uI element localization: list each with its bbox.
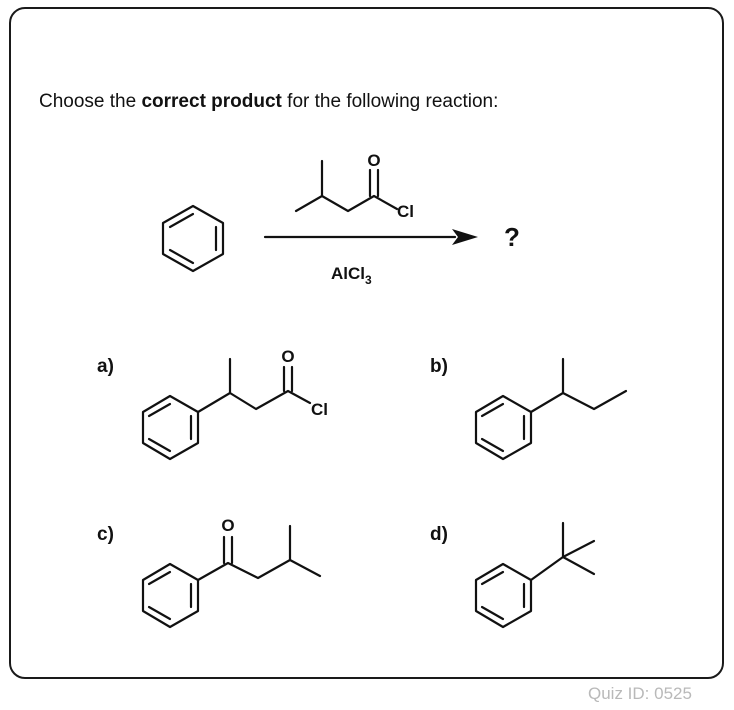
option-c-structure[interactable] <box>141 524 322 629</box>
option-c-oxygen-atom: O <box>221 516 234 535</box>
option-a-oxygen-atom: O <box>281 347 294 366</box>
quiz-card <box>9 7 724 679</box>
reagent-chlorine-atom: Cl <box>397 202 414 221</box>
catalyst-subscript: 3 <box>365 273 372 287</box>
option-a-structure[interactable] <box>141 357 312 461</box>
reaction-arrow <box>263 229 478 245</box>
benzene-reactant <box>161 204 225 273</box>
catalyst-label: AlCl3 <box>331 264 372 287</box>
option-c-label[interactable]: c) <box>97 524 114 545</box>
option-a-label[interactable]: a) <box>97 356 114 377</box>
reagent-oxygen-atom: O <box>367 151 380 170</box>
question-prefix: Choose the <box>39 91 142 112</box>
acyl-chloride-reagent <box>294 159 399 213</box>
quiz-id: Quiz ID: 0525 <box>588 684 692 703</box>
question-text: Choose the correct product for the follo… <box>39 91 498 113</box>
option-d-structure[interactable] <box>474 521 596 629</box>
option-b-structure[interactable] <box>474 357 628 461</box>
question-suffix: for the following reaction: <box>281 91 499 112</box>
option-b-label[interactable]: b) <box>430 356 448 377</box>
option-a-chlorine-atom: Cl <box>311 400 328 419</box>
option-d-label[interactable]: d) <box>430 524 448 545</box>
catalyst-base: AlCl <box>331 264 365 283</box>
question-emphasis: correct product <box>141 91 282 112</box>
product-question-mark: ? <box>504 222 520 252</box>
